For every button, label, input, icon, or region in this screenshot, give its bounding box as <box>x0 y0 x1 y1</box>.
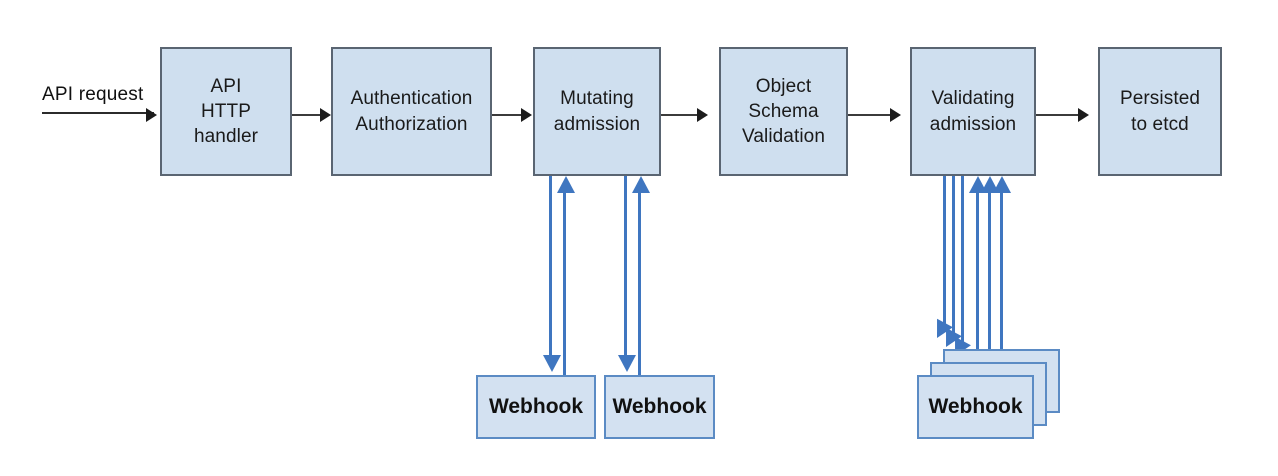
connector-mutating-to-schema <box>661 114 703 116</box>
validating-webhook-response-line-3 <box>1000 189 1003 371</box>
validating-webhook-request-line-1 <box>943 176 946 326</box>
connector-handler-to-auth-head <box>320 108 331 122</box>
mutating-webhook-1-request-line <box>549 176 552 358</box>
connector-auth-to-mutating-head <box>521 108 532 122</box>
stage-api-http-handler[interactable]: API HTTP handler <box>160 47 292 176</box>
validating-webhook-request-line-3 <box>961 176 964 342</box>
api-request-arrow-line <box>42 112 154 114</box>
mutating-webhook-1-response-arrowhead <box>557 176 575 193</box>
webhook-box-mutating-1[interactable]: Webhook <box>476 375 596 439</box>
connector-schema-to-validating <box>848 114 896 116</box>
mutating-webhook-2-response-arrowhead <box>632 176 650 193</box>
validating-webhook-request-line-2 <box>952 176 955 334</box>
connector-schema-to-validating-head <box>890 108 901 122</box>
connector-validating-to-etcd <box>1036 114 1084 116</box>
mutating-webhook-1-response-line <box>563 189 566 375</box>
mutating-webhook-2-request-line <box>624 176 627 358</box>
mutating-webhook-2-response-line <box>638 189 641 375</box>
connector-mutating-to-schema-head <box>697 108 708 122</box>
webhook-box-validating-front[interactable]: Webhook <box>917 375 1034 439</box>
connector-auth-to-mutating <box>492 114 526 116</box>
stage-persisted-to-etcd[interactable]: Persisted to etcd <box>1098 47 1222 176</box>
api-request-arrow-head <box>146 108 157 122</box>
stage-validating-admission[interactable]: Validating admission <box>910 47 1036 176</box>
validating-webhook-response-arrowhead-3 <box>993 176 1011 193</box>
validating-webhook-response-line-1 <box>976 189 979 359</box>
webhook-box-mutating-2[interactable]: Webhook <box>604 375 715 439</box>
stage-mutating-admission[interactable]: Mutating admission <box>533 47 661 176</box>
validating-webhook-response-line-2 <box>988 189 991 371</box>
mutating-webhook-1-request-arrowhead <box>543 355 561 372</box>
connector-handler-to-auth <box>292 114 326 116</box>
mutating-webhook-2-request-arrowhead <box>618 355 636 372</box>
api-request-label: API request <box>42 84 144 105</box>
connector-validating-to-etcd-head <box>1078 108 1089 122</box>
stage-authentication-authorization[interactable]: Authentication Authorization <box>331 47 492 176</box>
stage-object-schema-validation[interactable]: Object Schema Validation <box>719 47 848 176</box>
